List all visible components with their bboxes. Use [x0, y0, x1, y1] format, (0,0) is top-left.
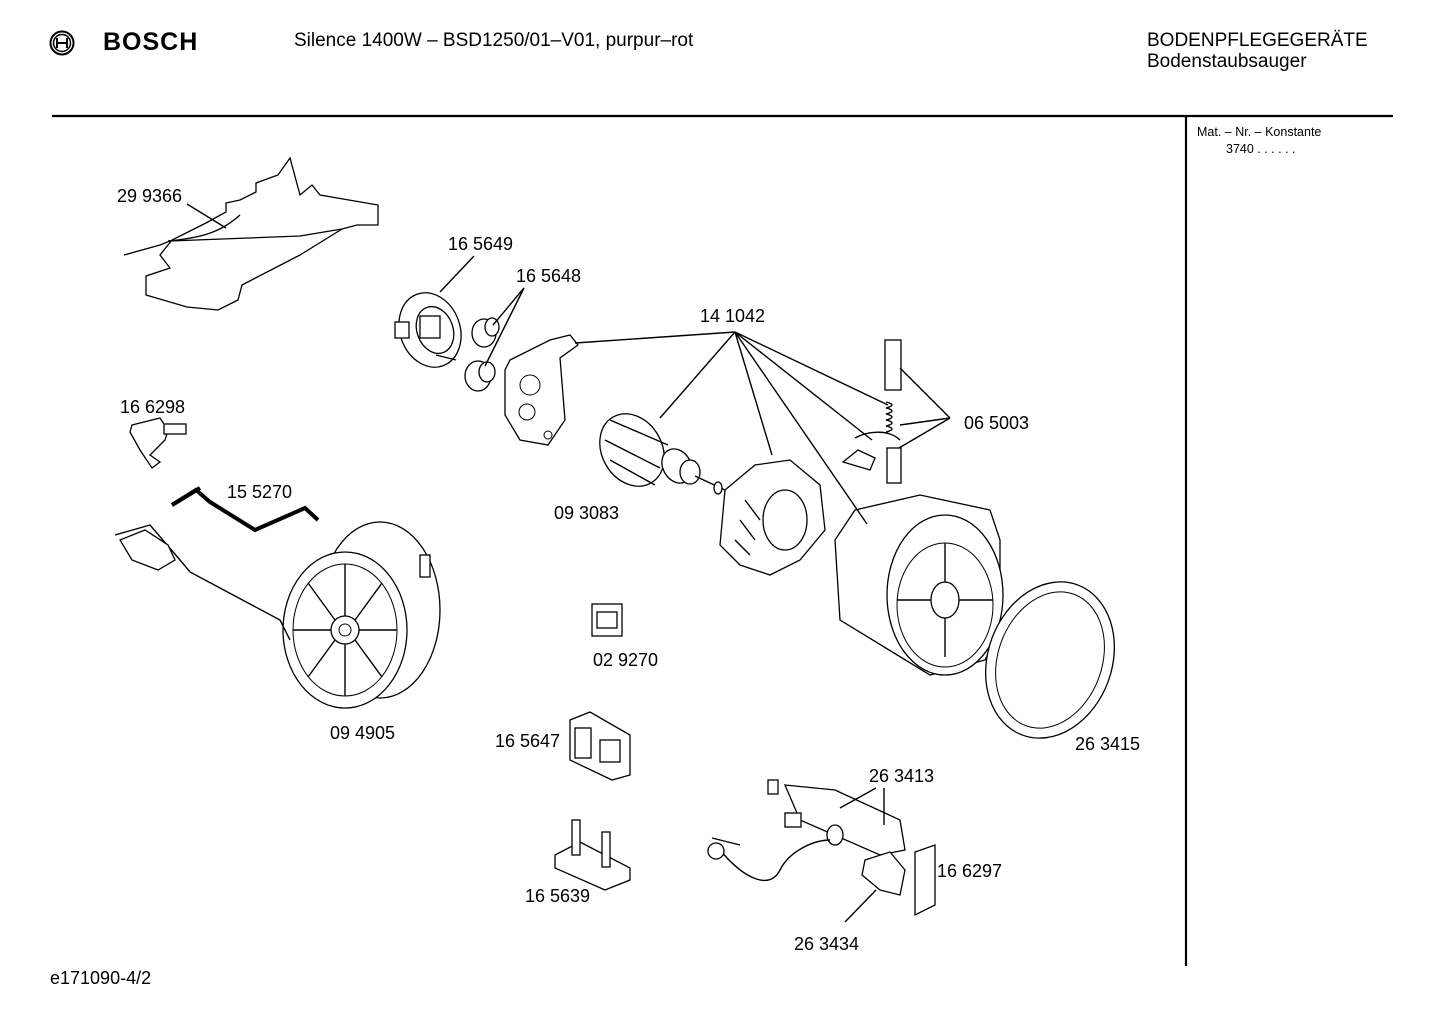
part-label-165649: 16 5649	[448, 234, 514, 254]
subcategory-title: Bodenstaubsauger	[1147, 51, 1307, 72]
part-label-155270: 15 5270	[227, 482, 293, 502]
armature-shape	[599, 413, 726, 495]
part-label-165639: 16 5639	[525, 886, 591, 906]
part-label-093083: 09 3083	[554, 503, 620, 523]
suppressor-shape	[569, 711, 631, 781]
part-label-094905: 09 4905	[330, 723, 396, 743]
part-label-263415: 26 3415	[1075, 734, 1141, 754]
part-label-166298: 16 6298	[120, 397, 186, 417]
clip-shape	[554, 819, 631, 891]
bearings-shape	[464, 317, 500, 392]
part-label-299366: 29 9366	[117, 186, 183, 206]
circuit-board-shape	[707, 779, 936, 917]
bosch-armature-icon	[49, 30, 75, 56]
drawing-id: e171090-4/2	[50, 968, 152, 988]
constant-label: Mat. – Nr. – Konstante	[1197, 125, 1322, 139]
part-label-029270: 02 9270	[593, 650, 659, 670]
switch-shape	[591, 603, 623, 637]
part-label-166297: 16 6297	[937, 861, 1003, 881]
filter-plate-shape	[123, 156, 379, 311]
bosch-logo: BOSCH	[48, 28, 198, 58]
part-label-263434: 26 3434	[794, 934, 860, 954]
leader-lines	[186, 203, 951, 923]
brand-name: BOSCH	[103, 28, 199, 56]
model-title: Silence 1400W – BSD1250/01–V01, purpur–r…	[294, 30, 694, 51]
bearing-holder-shape	[394, 292, 462, 368]
knob-shape	[129, 417, 187, 469]
part-label-263413: 26 3413	[869, 766, 935, 786]
part-label-165648: 16 5648	[516, 266, 582, 286]
part-label-065003: 06 5003	[964, 413, 1030, 433]
constant-value: 3740 . . . . . .	[1226, 142, 1296, 156]
fan-housing-shape	[834, 494, 1004, 676]
motor-bracket-shape	[504, 334, 579, 446]
part-label-165647: 16 5647	[495, 731, 561, 751]
part-label-141042: 14 1042	[700, 306, 766, 326]
category-title: BODENPFLEGEGERÄTE	[1147, 30, 1368, 51]
stator-shape	[719, 459, 826, 576]
cable-reel-shape	[114, 521, 441, 709]
carbon-brush-shape	[841, 339, 902, 484]
ring-gasket-shape	[984, 581, 1116, 739]
